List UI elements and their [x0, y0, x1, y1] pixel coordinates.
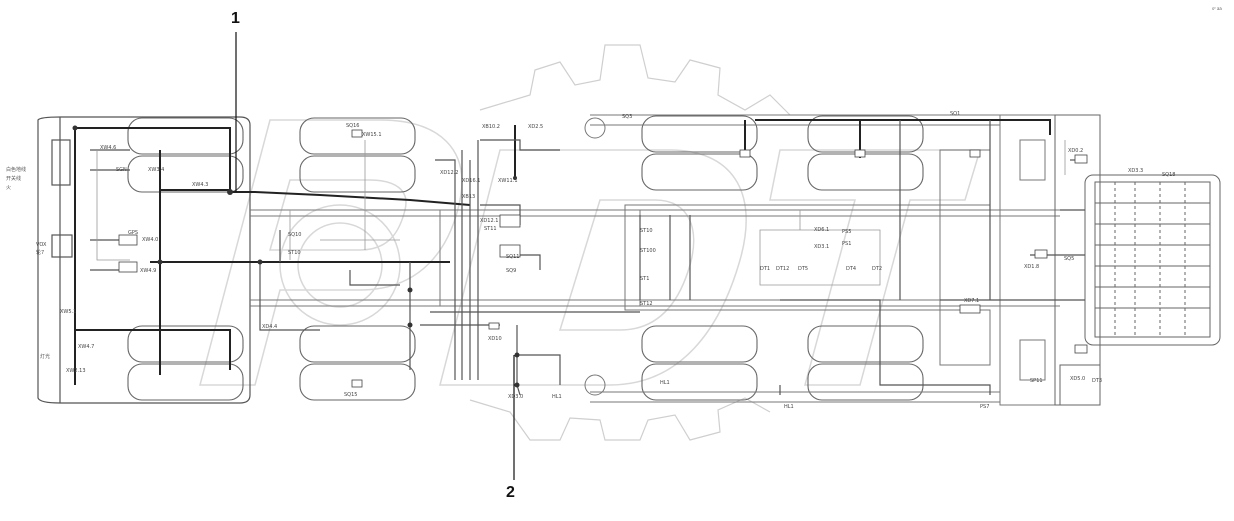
watermark-letters — [199, 119, 982, 386]
label-sq3: SQ3 — [622, 114, 632, 120]
label-vox2: 轮7 — [36, 249, 44, 256]
label-xd12-2: XD12.2 — [440, 170, 458, 176]
label-sp11: SP11 — [1030, 378, 1043, 384]
label-hl-cn: 灯光 — [40, 353, 50, 360]
label-xd3-0: XD3.0 — [508, 394, 523, 400]
label-left-cn-2: 开关线 — [6, 175, 21, 182]
label-ps1: PS1 — [842, 241, 851, 247]
label-sq9: SQ9 — [506, 268, 516, 274]
label-xd6-1: XD6.1 — [814, 227, 829, 233]
label-xw2-13: XW2.13 — [66, 368, 86, 374]
label-dt12: DT12 — [776, 266, 789, 272]
label-xd4-4: XD4.4 — [262, 324, 277, 330]
label-vox: VOX — [36, 242, 47, 248]
label-xw4-9: XW4.9 — [140, 268, 156, 274]
label-sq15: SQ15 — [344, 392, 357, 398]
label-sq16: SQ16 — [346, 123, 359, 129]
label-dt1: DT1 — [760, 266, 770, 272]
label-st10b: ST10 — [640, 228, 653, 234]
label-xb10-2: XB10.2 — [482, 124, 500, 130]
label-dt3: DT3 — [1092, 378, 1102, 384]
label-st1: ST1 — [640, 276, 649, 282]
label-xd12-1: XD12.1 — [480, 218, 498, 224]
label-sq10: SQ10 — [288, 232, 301, 238]
wheels — [127, 115, 924, 401]
label-ps5: PS5 — [842, 229, 851, 235]
label-sq1: SQ1 — [950, 111, 960, 117]
label-xw15-1: XW15.1 — [362, 132, 382, 138]
label-xb13: XB13 — [462, 194, 475, 200]
label-left-cn-3: 火 — [6, 185, 11, 191]
label-hl1: HL1 — [552, 394, 562, 400]
label-xd16-1: XD16.1 — [462, 178, 480, 184]
rear-box — [1054, 114, 1221, 406]
label-sq11: SQ11 — [506, 254, 519, 260]
label-sq5: SQ5 — [1064, 256, 1074, 262]
label-ps7: PS7 — [980, 404, 989, 410]
junctions — [72, 125, 862, 388]
label-gps: GPS — [128, 230, 138, 236]
main-harness — [74, 119, 1051, 385]
label-st12: ST12 — [640, 301, 653, 307]
cab-outline — [37, 116, 251, 404]
label-st10: ST10 — [288, 250, 301, 256]
label-xd3-1: XD3.1 — [814, 244, 829, 250]
label-xw4-6: XW4.6 — [100, 145, 116, 151]
corner-note: s² aa — [1212, 6, 1222, 11]
label-sq18: SQ18 — [1162, 172, 1175, 178]
label-xw4-7: XW4.7 — [78, 344, 94, 350]
component-labels: 白色地线 开关线 火 VOX 轮7 XW4.6 SGN XW3.4 XW4.3 … — [6, 111, 1175, 410]
label-xw11-1: XW11.1 — [498, 178, 518, 184]
label-xw4-0: XW4.0 — [142, 237, 158, 243]
callout-2: 2 — [506, 484, 515, 501]
watermark-gear — [469, 44, 791, 441]
secondary-harness — [90, 120, 1085, 396]
label-xd10: XD10 — [488, 336, 502, 342]
label-xd3-3: XD3.3 — [1128, 168, 1143, 174]
label-st100: ST100 — [640, 248, 656, 254]
label-left-cn-1: 白色地线 — [6, 166, 26, 173]
callout-1: 1 — [231, 10, 240, 27]
label-xd5-0: XD5.0 — [1070, 376, 1085, 382]
label-xw3-4: XW3.4 — [148, 167, 164, 173]
label-xw4-3: XW4.3 — [192, 182, 208, 188]
label-xd2-5: XD2.5 — [528, 124, 543, 130]
label-hl1b: HL1 — [660, 380, 670, 386]
label-xd1-8: XD1.8 — [1024, 264, 1039, 270]
label-hl1c: HL1 — [784, 404, 794, 410]
label-dt2: DT2 — [872, 266, 882, 272]
thin-wiring — [96, 140, 1066, 286]
label-st11: ST11 — [484, 226, 497, 232]
label-sgn: SGN — [116, 167, 127, 173]
label-xd7-1: XD7.1 — [964, 298, 979, 304]
label-xd0-2: XD0.2 — [1068, 148, 1083, 154]
label-dt5: DT5 — [798, 266, 808, 272]
label-xw5-1: XW5.1 — [60, 309, 76, 315]
label-dt4: DT4 — [846, 266, 856, 272]
connector-boxes — [118, 129, 1088, 388]
